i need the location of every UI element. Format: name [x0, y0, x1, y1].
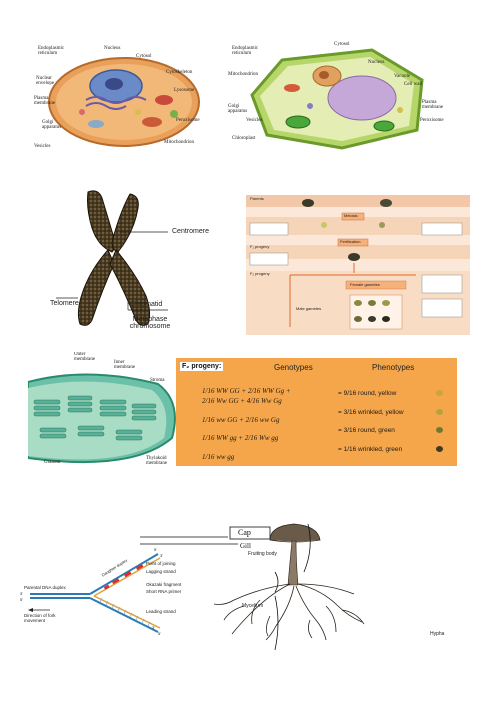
col-genotypes: Genotypes: [274, 363, 313, 372]
pea-wrinkled-yellow: [436, 409, 443, 415]
label-plant-er: Endoplasmic reticulum: [232, 46, 259, 56]
f2-row-2: 2/16 Ww GG + 4/16 Ww Gg = 9/16 round, ye…: [202, 390, 452, 405]
label-plant-cytosol: Cytosol: [334, 42, 350, 47]
pea-wrinkled-green: [436, 446, 443, 452]
label-plant-vacuole: Vacuole: [394, 74, 411, 79]
label-plant-vesicles: Vesicles: [246, 118, 263, 123]
label-hypha: Hypha: [430, 631, 445, 637]
label-plant-nucleus: Nucleus: [368, 60, 385, 65]
pea-round-green: [436, 427, 443, 433]
f2-row-1-genotype: 1/16 WW GG + 2/16 WW Gg +: [202, 387, 291, 395]
animal-cell-diagram: Endoplasmic reticulum Nucleus Cytosol Nu…: [34, 40, 212, 152]
label-plant-mitochondrion: Mitochondrion: [228, 72, 258, 77]
label-okazaki-fragment: Okazaki fragment: [146, 582, 182, 587]
f2-row-5: 1/16 ww gg = 1/16 wrinkled, green: [202, 446, 452, 461]
f2-title: F₂ progeny:: [180, 362, 224, 371]
f2-row-4-phenotype: = 3/16 round, green: [338, 427, 395, 434]
label-point-of-joining: Point of joining: [146, 561, 176, 566]
label-gill: Gill: [240, 542, 251, 550]
f2-row-4: 1/16 WW gg + 2/16 Ww gg = 3/16 round, gr…: [202, 427, 452, 442]
label-plasma-membrane: Plasma membrane: [34, 96, 56, 106]
label-5prime-left: 5': [20, 597, 23, 602]
mushroom-diagram: Cap Gill Fruiting body Mycelium Hypha: [140, 520, 480, 650]
chromosome-diagram: Centromere Telomere Chromatid Metaphase …: [50, 188, 230, 333]
col-phenotypes: Phenotypes: [372, 363, 415, 372]
label-fork-direction: Direction of fork movement: [24, 613, 56, 623]
f2-progeny-table: F₂ progeny: Genotypes Phenotypes 1/16 WW…: [176, 358, 457, 466]
label-lysosome: Lysosome: [174, 88, 195, 93]
label-vesicles: Vesicles: [34, 144, 51, 149]
label-fertilization: Fertilization: [340, 239, 361, 244]
label-fruiting-body: Fruiting body: [248, 551, 277, 557]
f2-row-4-genotype: 1/16 WW gg + 2/16 Ww gg: [202, 434, 279, 442]
label-mitochondrion: Mitochondrion: [164, 140, 194, 145]
label-parental-duplex: Parental DNA duplex: [24, 585, 66, 590]
pea-round-yellow: [436, 390, 443, 396]
label-plant-cell-wall: Cell wall: [404, 82, 423, 87]
label-f2-progeny: F₂ progeny: [250, 271, 270, 276]
label-peroxisome: Peroxisome: [176, 118, 200, 123]
label-meiosis: Meiosis: [344, 213, 358, 218]
label-3prime-top: 3': [160, 553, 163, 558]
label-leading-strand: Leading strand: [146, 609, 176, 614]
plant-cell-diagram: Endoplasmic reticulum Cytosol Nucleus Mi…: [222, 40, 462, 155]
label-male-gametes: Male gametes: [296, 306, 322, 311]
label-plant-golgi: Golgi apparatus: [228, 104, 248, 114]
label-nucleus: Nucleus: [104, 46, 121, 51]
label-chromatid: Chromatid: [130, 301, 163, 308]
label-golgi: Golgi apparatus: [42, 120, 62, 130]
label-parents: Parents: [250, 196, 264, 201]
label-outer-membrane: Outer membrane: [74, 352, 96, 362]
label-granum: Granum: [44, 460, 61, 465]
f2-row-3-phenotype: = 3/16 wrinkled, yellow: [338, 409, 404, 416]
f2-row-2-genotype: 2/16 Ww GG + 4/16 Ww Gg: [202, 397, 282, 405]
label-plant-plasma-membrane: Plasma membrane: [422, 100, 444, 110]
label-5prime-bottom: 5': [158, 631, 161, 636]
label-lagging-strand: Lagging strand: [146, 569, 176, 574]
label-female-gametes: Female gametes: [350, 282, 380, 287]
label-rna-primer: Short RNA primer: [146, 589, 182, 594]
chloroplast-diagram: Outer membrane Inner membrane Stroma Gra…: [28, 352, 178, 472]
label-5prime-top: 5': [154, 548, 157, 552]
inheritance-diagram: Parents Meiosis Fertilization F₁ progeny…: [246, 195, 470, 335]
label-er: Endoplasmic reticulum: [38, 46, 65, 56]
label-telomere: Telomere: [50, 300, 79, 307]
f2-row-2-phenotype: = 9/16 round, yellow: [338, 390, 397, 397]
label-3prime-bottom: 3': [152, 625, 155, 630]
label-metaphase-chromosome: Metaphase chromosome: [129, 316, 171, 330]
label-nuclear-envelope: Nuclear envelope: [36, 76, 55, 86]
label-thylakoid-membrane: Thylakoid membrane: [146, 456, 168, 466]
label-f1-progeny: F₁ progeny: [250, 244, 270, 249]
dna-replication-diagram: 5' 3' Point of joining Lagging strand Da…: [20, 548, 200, 636]
f2-row-5-phenotype: = 1/16 wrinkled, green: [338, 446, 403, 453]
label-3prime-left: 3': [20, 591, 23, 596]
label-centromere: Centromere: [172, 228, 209, 235]
label-plant-chloroplast: Chloroplast: [232, 136, 256, 141]
f2-row-5-genotype: 1/16 ww gg: [202, 453, 235, 461]
label-stroma: Stroma: [150, 378, 165, 383]
label-inner-membrane: Inner membrane: [114, 360, 136, 370]
label-cytosol: Cytosol: [136, 54, 152, 59]
f2-row-3-genotype: 1/16 ww GG + 2/16 ww Gg: [202, 416, 280, 424]
f2-row-3: 1/16 ww GG + 2/16 ww Gg = 3/16 wrinkled,…: [202, 409, 452, 424]
label-cytoskeleton: Cytoskeleton: [166, 70, 193, 75]
label-mycelium: Mycelium: [242, 603, 264, 609]
f2-row-1: 1/16 WW GG + 2/16 WW Gg +: [202, 380, 452, 395]
label-plant-peroxisome: Peroxisome: [420, 118, 444, 123]
label-cap: Cap: [238, 528, 251, 537]
